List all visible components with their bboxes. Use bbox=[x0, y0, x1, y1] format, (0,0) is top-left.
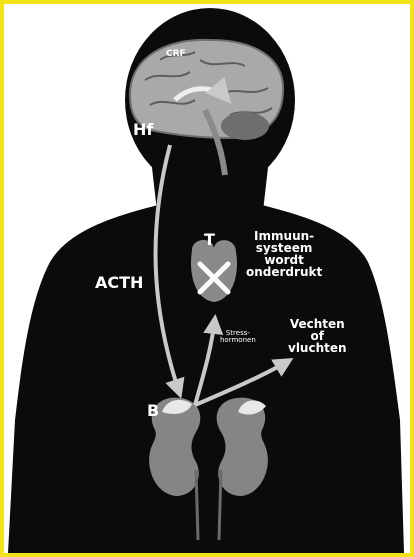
acth-label: ACTH bbox=[95, 275, 143, 291]
immune-label: Immuun- systeem wordt onderdrukt bbox=[246, 230, 322, 278]
stress-label: Stress- hormonen bbox=[220, 330, 256, 344]
b-label: B bbox=[147, 403, 159, 419]
t-label: T bbox=[204, 232, 215, 248]
crf-label: CRF bbox=[166, 50, 186, 59]
fight-flight-label: Vechten of vluchten bbox=[288, 318, 347, 354]
hf-label: Hf bbox=[133, 122, 153, 138]
